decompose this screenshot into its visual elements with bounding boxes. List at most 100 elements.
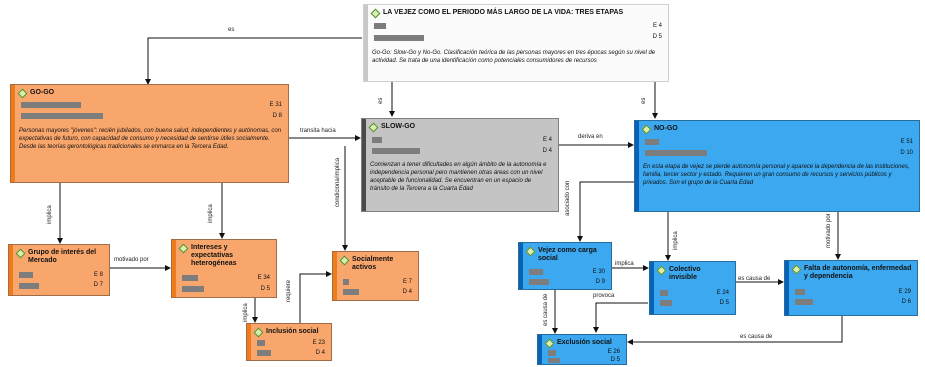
density-bar (372, 148, 420, 154)
node-intereses[interactable]: Intereses y expectativas heterogéneas E … (171, 239, 277, 298)
code-icon (15, 248, 26, 259)
link-label: asociado con (565, 180, 571, 216)
code-icon (641, 124, 652, 135)
groundedness-value: E 7 (402, 279, 412, 285)
node-title: Falta de autonomía, enfermedad y depende… (804, 265, 912, 280)
link-label: provoca (593, 293, 615, 299)
link-vejez-gogo (145, 37, 362, 85)
density-bar (660, 300, 672, 306)
node-inclusion[interactable]: Inclusión social E 23 D 4 (246, 323, 332, 361)
density-value: D 5 (719, 300, 729, 306)
node-color-bar (785, 261, 789, 315)
groundedness-bar (645, 139, 659, 145)
density-value: D 6 (901, 299, 911, 305)
node-color-bar (9, 245, 13, 295)
node-falta[interactable]: Falta de autonomía, enfermedad y depende… (784, 260, 918, 316)
groundedness-bar (795, 289, 805, 295)
link-label: implica (615, 261, 634, 267)
node-color-bar (538, 335, 542, 364)
link-label: implica (673, 231, 679, 250)
density-bar (548, 358, 560, 363)
density-value: D 10 (900, 150, 913, 156)
link-label: implica (243, 303, 249, 322)
node-title: GO-GO (30, 89, 55, 96)
density-value: D 5 (610, 357, 620, 363)
groundedness-bar (374, 23, 386, 29)
density-value: D 4 (315, 350, 325, 356)
groundedness-bar (343, 279, 349, 285)
node-color-bar (519, 243, 523, 289)
density-value: D 4 (402, 289, 412, 295)
node-title: Intereses y expectativas heterogéneas (191, 244, 237, 267)
code-icon (544, 338, 555, 349)
density-bar (795, 299, 813, 305)
node-title: Colectivo invisible (669, 266, 701, 281)
node-exclusion[interactable]: Exclusión social E 26 D 5 (537, 334, 627, 365)
density-value: D 4 (542, 148, 552, 154)
density-bar (21, 113, 103, 119)
link-label: deriva en (578, 134, 603, 140)
node-title: Grupo de interés del Mercado (28, 249, 97, 264)
groundedness-bar (182, 275, 198, 281)
density-bar (19, 283, 39, 289)
link-label: implica (47, 205, 53, 224)
groundedness-bar (257, 340, 265, 346)
node-carga[interactable]: Vejez como carga social E 30 D 9 (518, 242, 612, 290)
groundedness-value: E 51 (900, 139, 913, 145)
code-icon (253, 327, 264, 338)
node-gogo[interactable]: GO-GO E 31 D 8 Personas mayores "jóvenes… (10, 84, 289, 183)
link-label: implica (208, 204, 214, 223)
node-description: Personas mayores "jóvenes": recién jubil… (19, 128, 282, 150)
groundedness-value: E 30 (592, 269, 605, 275)
node-title: Exclusión social (557, 339, 612, 346)
density-value: D 5 (652, 34, 662, 40)
node-color-bar (333, 252, 337, 300)
groundedness-value: E 31 (269, 102, 282, 108)
density-bar (645, 150, 707, 156)
density-value: D 9 (595, 279, 605, 285)
density-bar (374, 35, 424, 41)
node-color-bar (650, 262, 654, 314)
density-value: D 7 (93, 282, 103, 288)
link-nogo-carga (577, 181, 634, 242)
node-description: Comienzan a tener dificultades en algún … (370, 162, 547, 192)
groundedness-value: E 26 (607, 349, 620, 355)
groundedness-bar (21, 102, 81, 108)
density-bar (257, 350, 271, 356)
node-title: LA VEJEZ COMO EL PERIODO MÁS LARGO DE LA… (383, 9, 624, 16)
link-label: es causa de (543, 293, 549, 326)
link-label: es (228, 27, 235, 33)
groundedness-value: E 4 (542, 137, 552, 143)
link-label: es (378, 97, 384, 104)
node-description: En esta etapa de vejez se pierde autonom… (643, 164, 910, 186)
density-bar (343, 289, 359, 295)
groundedness-bar (372, 137, 382, 143)
groundedness-bar (529, 269, 543, 275)
node-nogo[interactable]: NO-GO E 51 D 10 En esta etapa de vejez s… (634, 120, 920, 212)
node-socialmente[interactable]: Socialmente activos E 7 D 4 (332, 251, 419, 301)
node-colectivo[interactable]: Colectivo invisible E 24 D 5 (649, 261, 736, 315)
density-bar (182, 286, 204, 292)
node-slowgo[interactable]: SLOW-GO E 4 D 4 Comienzan a tener dificu… (361, 118, 559, 212)
node-title: SLOW-GO (381, 123, 416, 130)
code-icon (791, 264, 802, 275)
node-color-bar (362, 119, 366, 211)
link-label: motivado por (826, 213, 832, 248)
link-label: es causa de (738, 276, 771, 282)
code-icon (368, 122, 379, 133)
groundedness-value: E 4 (652, 23, 662, 29)
node-vejez[interactable]: LA VEJEZ COMO EL PERIODO MÁS LARGO DE LA… (363, 4, 669, 82)
link-label: requiere (286, 279, 292, 302)
link-label: transita hacia (300, 128, 336, 134)
groundedness-value: E 23 (312, 340, 325, 346)
node-grupo[interactable]: Grupo de interés del Mercado E 8 D 7 (8, 244, 110, 296)
groundedness-value: E 29 (898, 289, 911, 295)
node-color-bar (635, 121, 639, 211)
node-color-bar (11, 85, 15, 182)
code-icon (370, 8, 381, 19)
code-icon (17, 88, 28, 99)
node-title: NO-GO (654, 125, 678, 132)
groundedness-value: E 34 (257, 275, 270, 281)
link-falta-exclusion (627, 316, 843, 345)
